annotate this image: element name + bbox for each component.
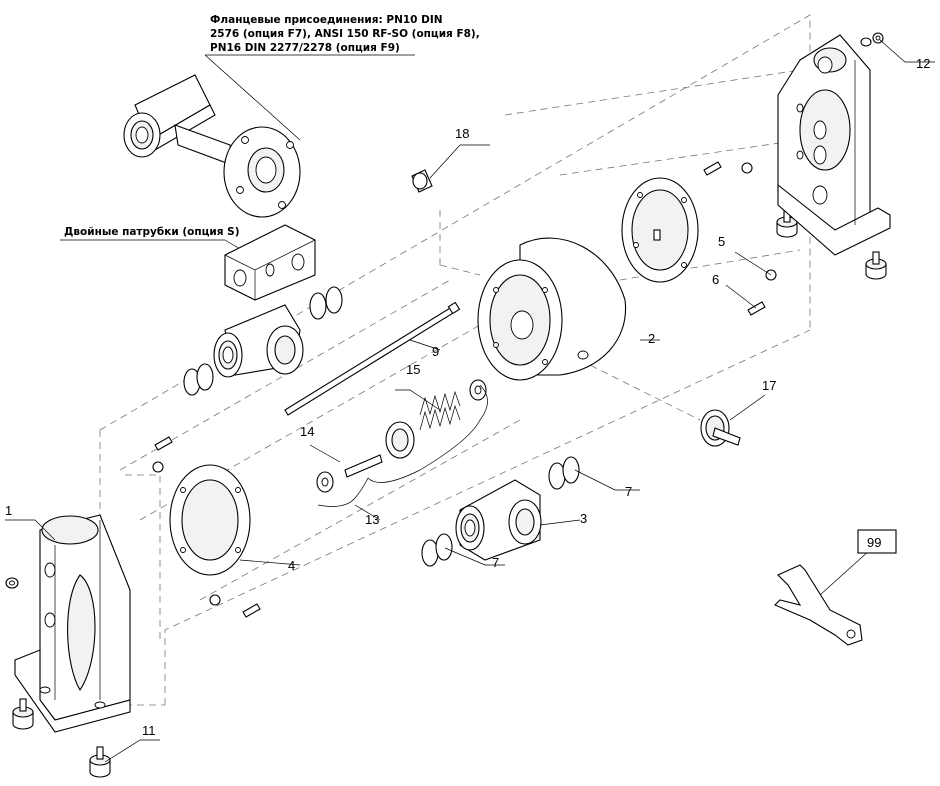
part-6-screws [154,161,766,618]
part-5-balls [152,162,777,606]
diaphragm-right [621,177,699,283]
upper-manifold [213,304,304,378]
part-1-left-bracket [14,514,131,733]
callout-18: 18 [455,126,469,141]
callout-17: 17 [762,378,776,393]
callout-7-bottom: 7 [492,555,499,570]
part-2-housing [477,237,627,381]
callout-4: 4 [288,558,295,573]
part-11-feet [12,209,887,778]
callout-6: 6 [712,272,719,287]
callout-11: 11 [142,723,156,738]
double-ports-note: Двойные патрубки (опция S) [64,226,240,238]
flange-connection [123,74,301,218]
flange-note-line-3: PN16 DIN 2277/2278 (опция F9) [210,42,400,54]
callout-5: 5 [718,234,725,249]
leader-lines [5,39,935,763]
callout-1: 1 [5,503,12,518]
callout-99-box [857,529,897,554]
o-rings [183,286,580,567]
flange-note-line-1: Фланцевые присоединения: PN10 DIN [210,14,443,26]
callout-13: 13 [365,512,379,527]
part-99-tool [774,564,863,646]
flange-note: Фланцевые присоединения: PN10 DIN 2576 (… [210,13,480,55]
callout-3: 3 [580,511,587,526]
flange-note-line-2: 2576 (опция F7), ANSI 150 RF-SO (опция F… [210,28,480,40]
part-3-lower-manifold [455,479,542,561]
callout-9: 9 [432,344,439,359]
part-17-plug [700,409,741,447]
part-18-fitting [411,169,433,193]
parts-13-valve-assembly [316,379,488,507]
part-4-diaphragm-left [169,464,251,576]
callout-2: 2 [648,331,655,346]
callout-15: 15 [406,362,420,377]
part-12-right-bracket [777,34,891,256]
callout-12: 12 [916,56,930,71]
callout-7-right: 7 [625,484,632,499]
nut-left [5,577,19,589]
callout-14: 14 [300,424,314,439]
part-9-shaft [284,301,461,416]
double-ports-connection [224,224,316,301]
callout-99: 99 [867,535,881,550]
nut-right [860,32,884,47]
